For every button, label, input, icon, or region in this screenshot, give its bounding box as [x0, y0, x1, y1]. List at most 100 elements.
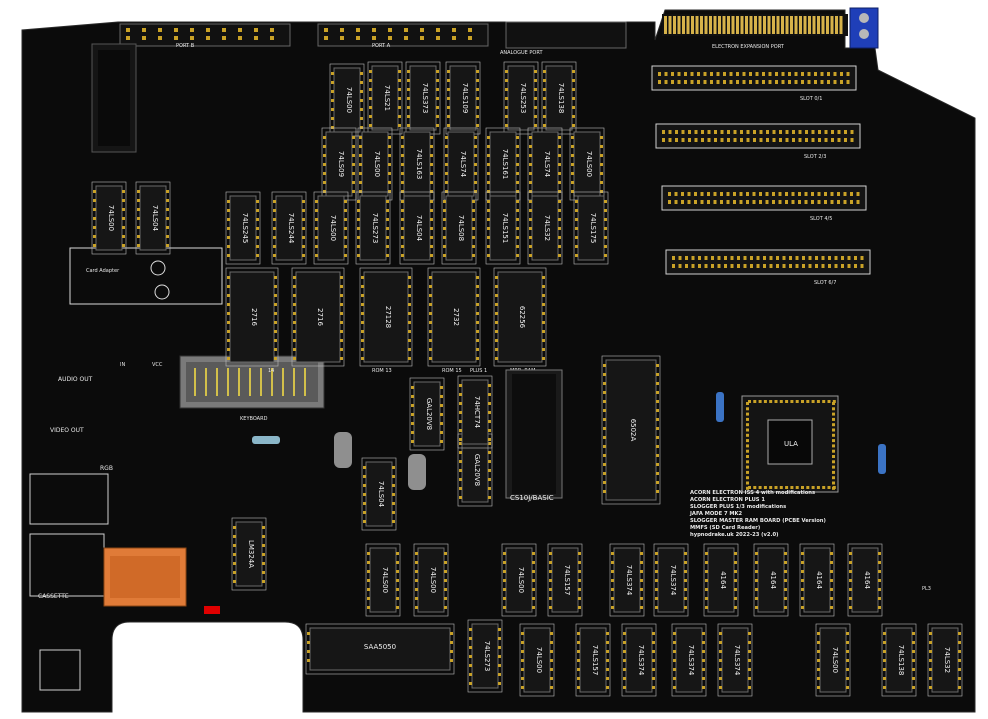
chip-label: LM324A — [247, 540, 255, 568]
expansion-port-label: ELECTRON EXPANSION PORT — [712, 44, 785, 50]
credit-line-2: ACORN ELECTRON PLUS 1 — [690, 497, 765, 503]
chip-label: 74LS00 — [535, 647, 543, 673]
dip-chip: 74HCT74 — [457, 375, 493, 449]
chip-label: 74LS74 — [459, 151, 467, 178]
port-a-connector: PORT A — [317, 23, 489, 49]
expansion-slot: SLOT 2/3 — [655, 123, 861, 160]
dip-chip: 74LS08 — [441, 191, 477, 265]
sd-card-label: Card Adapter — [86, 268, 120, 274]
dip-chip: 2716 — [225, 267, 279, 367]
chip-label: 74LS374 — [637, 645, 645, 676]
dip-chip: 74LS00 — [519, 623, 555, 697]
dip-chip: 74LS373 — [405, 61, 441, 135]
slot-label: SLOT 0/1 — [800, 96, 822, 102]
chip-label: 74LS00 — [429, 567, 437, 593]
dip-chip: 6502A — [601, 355, 661, 505]
analogue-port-label: ANALOGUE PORT — [500, 50, 543, 56]
cpu-chip: CS10J/BASIC — [505, 369, 563, 502]
chip-label: 74LS32 — [943, 647, 951, 673]
dip-chip: GAL20V8 — [457, 433, 493, 507]
chip-label: 74LS00 — [373, 151, 381, 177]
dip-chip: 74LS00 — [815, 623, 851, 697]
chip-label: 6502A — [629, 419, 637, 442]
dip-chip: 74LS00 — [357, 127, 393, 201]
dip-chip: LM324A — [231, 517, 267, 591]
credits-block: ACORN ELECTRON ISS 4 with modifications … — [689, 490, 826, 538]
analogue-port-connector: ANALOGUE PORT — [500, 21, 627, 56]
dip-chip: 74LS04 — [361, 457, 397, 531]
dip-chip: 74LS00 — [413, 543, 449, 617]
chip-label: GAL20V8 — [425, 398, 433, 430]
chip-label: 27128 — [384, 306, 392, 328]
keyboard-label: KEYBOARD — [240, 416, 268, 422]
chip-label: 74LS04 — [377, 481, 385, 508]
chip-label: 74LS163 — [415, 149, 423, 180]
credit-line-3: SLOGGER PLUS 1/3 modifications — [690, 504, 786, 510]
chip-label: 74LS374 — [625, 565, 633, 596]
chip-label: 4164 — [769, 571, 777, 589]
dip-chip: 74LS374 — [653, 543, 689, 617]
chip-label: 74LS138 — [557, 83, 565, 114]
rom15-label: ROM 15 — [442, 368, 462, 374]
chip-label: 4164 — [719, 571, 727, 589]
chip-label: 74LS151 — [501, 213, 509, 244]
credit-line-4: JAFA MODE 7 MK2 — [689, 511, 743, 517]
chip-label: 74LS157 — [591, 645, 599, 676]
vcc-label: VCC — [152, 362, 163, 368]
dip-chip: 74LS32 — [527, 191, 563, 265]
dip-chip: 74LS04 — [135, 181, 171, 255]
chip-label: 74LS273 — [371, 213, 379, 244]
chip-label: 4164 — [815, 571, 823, 589]
chip-label: GAL20V8 — [473, 454, 481, 486]
video-out-label: VIDEO OUT — [50, 427, 84, 434]
dip-chip: 74LS00 — [91, 181, 127, 255]
chip-label: 2732 — [452, 308, 460, 326]
chip-label: 74LS109 — [461, 83, 469, 114]
ula-label: ULA — [784, 440, 798, 448]
dip-chip: 74LS00 — [569, 127, 605, 201]
chip-label: 74LS373 — [421, 83, 429, 114]
chip-label: 74LS32 — [543, 215, 551, 241]
dip-chip: 74LS04 — [399, 191, 435, 265]
dip-chip: 74LS175 — [573, 191, 609, 265]
port-b-label: PORT B — [176, 43, 195, 49]
chip-label: 74LS374 — [687, 645, 695, 676]
chip-label: 74LS244 — [287, 213, 295, 244]
chip-label: 74LS161 — [501, 149, 509, 180]
chip-label: 74LS00 — [107, 205, 115, 231]
chip-label: 74LS21 — [383, 85, 391, 111]
ula-socket: ULA — [741, 395, 839, 493]
dip-chip: 74LS374 — [609, 543, 645, 617]
dip-chip: 4164 — [753, 543, 789, 617]
rgb-label: RGB — [100, 465, 113, 472]
dip-chip: 74LS00 — [313, 191, 349, 265]
audio-out-label: AUDIO OUT — [58, 376, 93, 383]
slot-label: SLOT 6/7 — [814, 280, 836, 286]
expansion-slot: SLOT 6/7 — [665, 249, 871, 286]
power-connector — [39, 649, 81, 691]
dip-chip: 74LS245 — [225, 191, 261, 265]
chip-label: 74HCT74 — [473, 396, 481, 429]
credit-line-5: SLOGGER MASTER RAM BOARD (PCBE Version) — [690, 518, 826, 524]
dip-chip: 74LS151 — [485, 191, 521, 265]
dip-chip: 74LS00 — [329, 63, 365, 137]
dip-chip: 74LS138 — [541, 61, 577, 135]
chip-label: 74LS374 — [669, 565, 677, 596]
chip-label: 74LS157 — [563, 565, 571, 596]
chip-label: 74LS08 — [457, 215, 465, 241]
credit-line-1: ACORN ELECTRON ISS 4 with modifications — [690, 490, 815, 496]
dip-chip: 74LS157 — [575, 623, 611, 697]
dip-chip: 74LS374 — [717, 623, 753, 697]
chip-label: SAA5050 — [364, 643, 396, 651]
relay — [103, 547, 187, 607]
dip-chip: 74LS163 — [399, 127, 435, 201]
pl3-label: PL3 — [922, 586, 931, 592]
slot-label: SLOT 2/3 — [804, 154, 826, 160]
dip-chip: 74LS273 — [355, 191, 391, 265]
port-a-label: PORT A — [372, 43, 391, 49]
rom13-label: ROM 13 — [372, 368, 392, 374]
chip-label: 2716 — [316, 308, 324, 326]
dip-chip: 74LS32 — [927, 623, 963, 697]
credit-line-7: hypnodrake.uk 2022-23 (v2.0) — [690, 532, 779, 538]
